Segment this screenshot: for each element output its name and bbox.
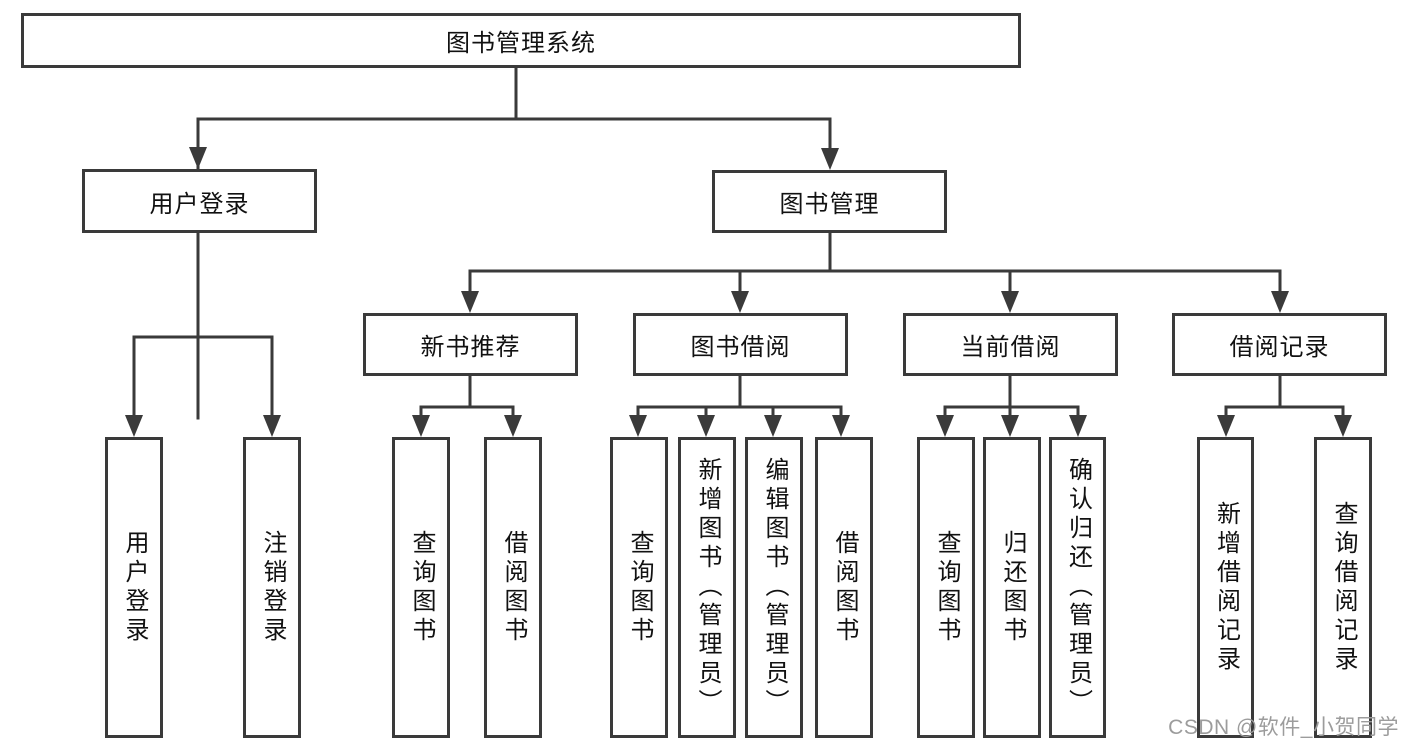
- node-confirm-return-admin: 确认归还（管理员）: [1049, 437, 1106, 738]
- node-query-borrow-record-label: 查询借阅记录: [1330, 500, 1357, 675]
- node-return-books: 归还图书: [983, 437, 1041, 738]
- node-query-books-2-label: 查询图书: [626, 529, 653, 646]
- node-book-management: 图书管理: [712, 170, 947, 233]
- node-logout: 注销登录: [243, 437, 301, 738]
- node-add-book-admin-label: 新增图书（管理员）: [694, 457, 721, 718]
- node-user-login-group: 用户登录: [82, 169, 317, 233]
- node-query-books-1: 查询图书: [392, 437, 450, 738]
- node-borrow-books-1-label: 借阅图书: [500, 529, 527, 646]
- node-return-books-label: 归还图书: [999, 529, 1026, 646]
- node-user-login: 用户登录: [105, 437, 163, 738]
- node-query-borrow-record: 查询借阅记录: [1314, 437, 1372, 738]
- connector-user-login-to-children: [132, 231, 274, 420]
- node-edit-book-admin-label: 编辑图书（管理员）: [761, 457, 788, 718]
- node-borrow-books-1: 借阅图书: [484, 437, 542, 738]
- node-borrow-books-2-label: 借阅图书: [831, 529, 858, 646]
- connector-book-borrowing-to-children: [636, 374, 843, 420]
- node-edit-book-admin: 编辑图书（管理员）: [745, 437, 803, 738]
- connector-current-borrowing-to-children: [943, 374, 1080, 420]
- connector-book-management-to-level3: [468, 231, 1282, 297]
- node-logout-label: 注销登录: [259, 529, 286, 646]
- node-new-book-recommend: 新书推荐: [363, 313, 578, 376]
- node-query-books-1-label: 查询图书: [408, 529, 435, 646]
- arrowheads: [125, 147, 1352, 437]
- node-borrow-books-2: 借阅图书: [815, 437, 873, 738]
- connector-borrowing-records-to-children: [1224, 374, 1345, 420]
- node-root: 图书管理系统: [21, 13, 1021, 68]
- node-user-login-label: 用户登录: [121, 529, 148, 646]
- node-add-borrow-record-label: 新增借阅记录: [1212, 500, 1240, 675]
- node-current-borrowing: 当前借阅: [903, 313, 1118, 376]
- node-borrowing-records: 借阅记录: [1172, 313, 1387, 376]
- connector-root-to-level2: [196, 66, 832, 420]
- node-query-books-3: 查询图书: [917, 437, 975, 738]
- node-add-borrow-record: 新增借阅记录: [1197, 437, 1254, 738]
- node-add-book-admin: 新增图书（管理员）: [678, 437, 736, 738]
- csdn-watermark: CSDN @软件_小贺同学: [1168, 716, 1399, 739]
- node-query-books-3-label: 查询图书: [933, 529, 960, 646]
- connector-new-book-to-children: [419, 374, 515, 420]
- node-book-borrowing: 图书借阅: [633, 313, 848, 376]
- node-confirm-return-admin-label: 确认归还（管理员）: [1064, 457, 1092, 718]
- node-query-books-2: 查询图书: [610, 437, 668, 738]
